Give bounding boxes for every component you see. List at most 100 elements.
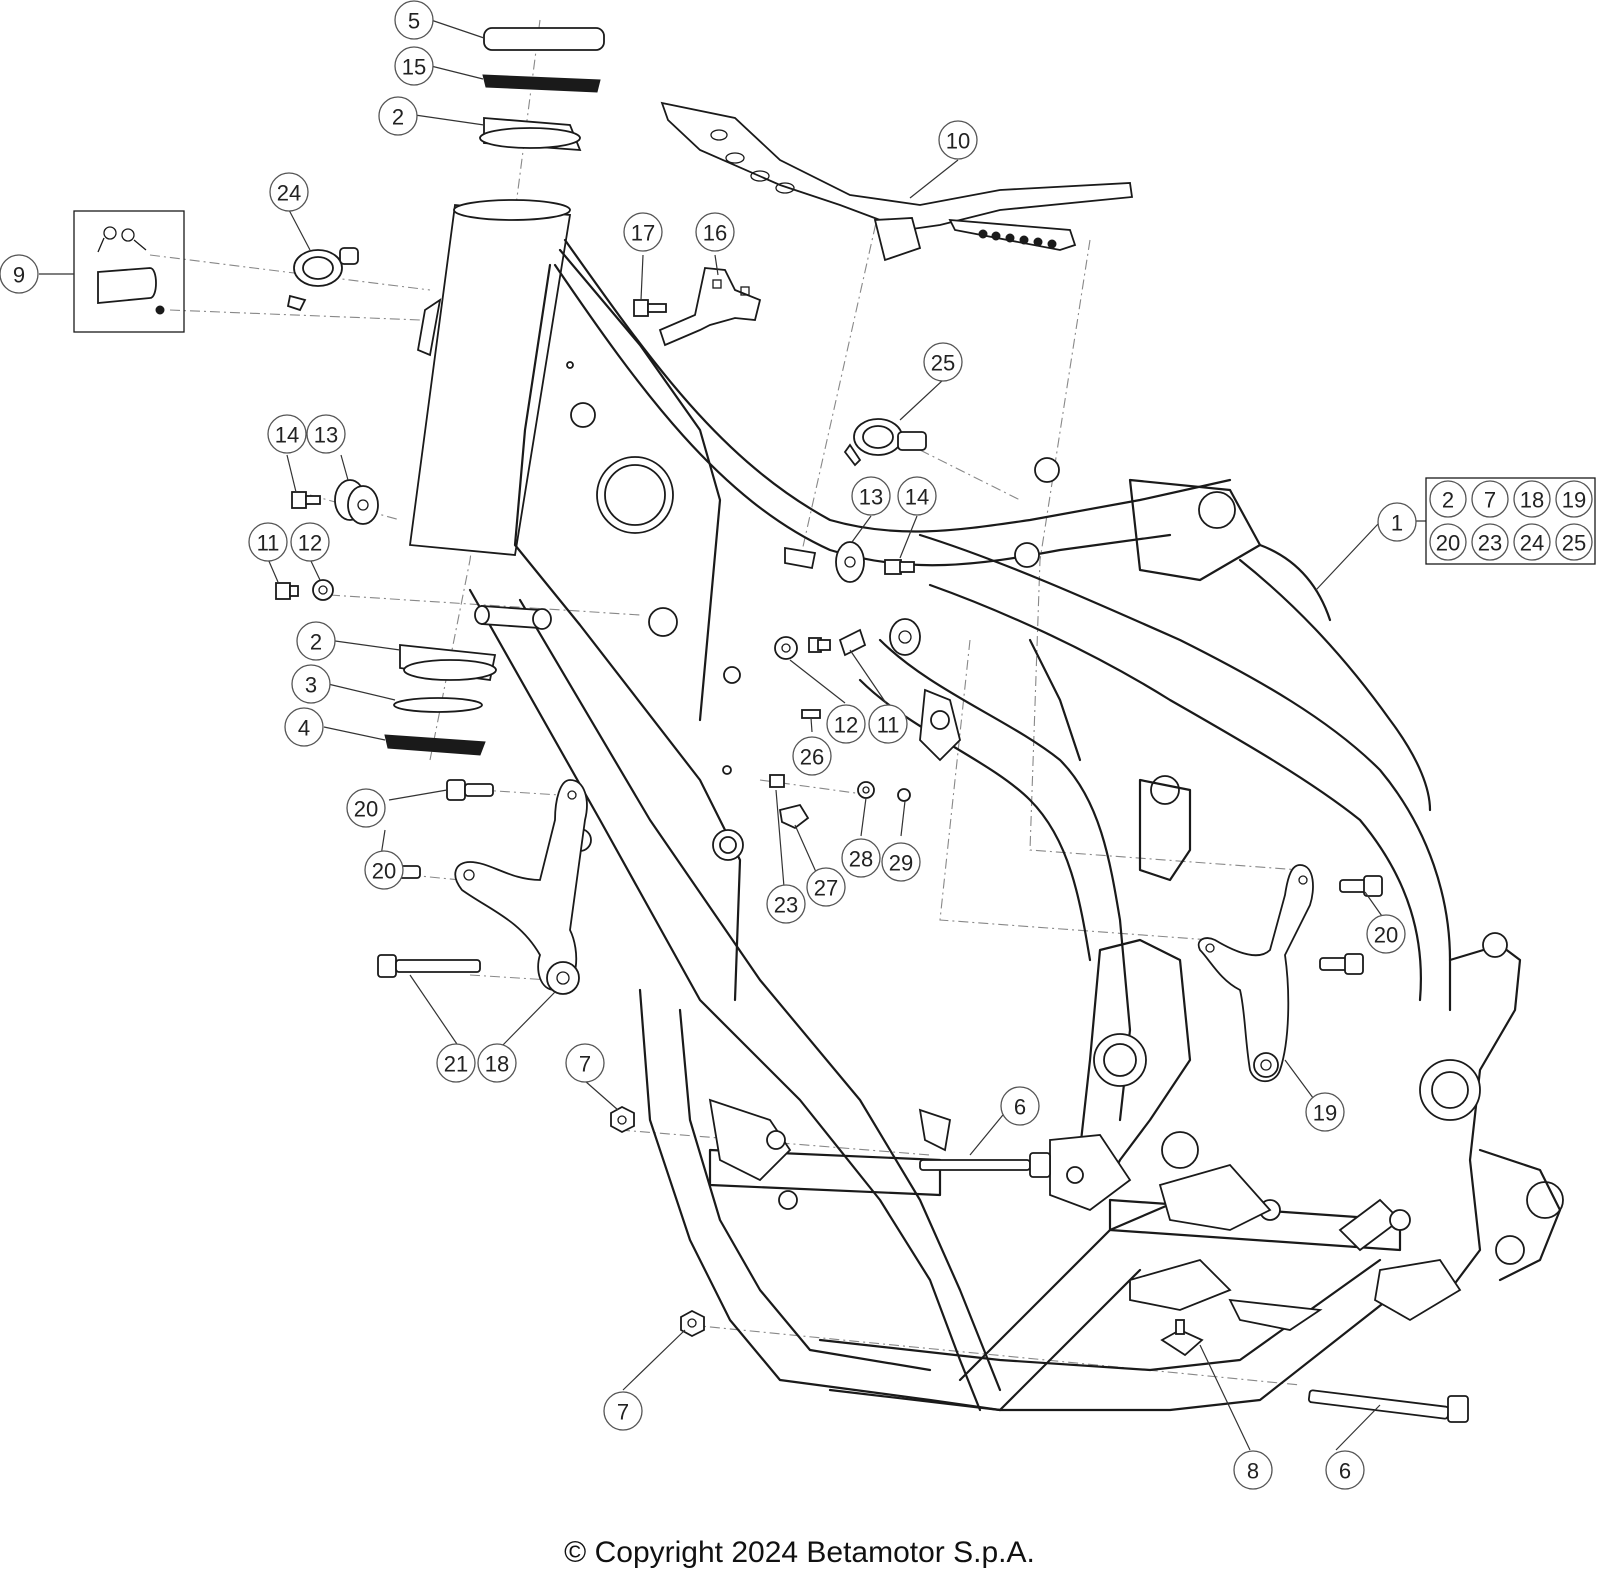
kit-item-label: 2 bbox=[1442, 488, 1454, 513]
callout-label: 24 bbox=[277, 181, 301, 206]
callout-1: 1 bbox=[1377, 502, 1417, 542]
nut-11 bbox=[275, 582, 291, 600]
engine-mount-18 bbox=[454, 779, 588, 991]
callout-6: 6 bbox=[1000, 1086, 1040, 1126]
main-frame bbox=[408, 199, 1564, 1412]
callout-20: 20 bbox=[364, 850, 404, 890]
callout-24: 24 bbox=[269, 172, 309, 212]
callout-12: 12 bbox=[826, 704, 866, 744]
copyright-notice: © Copyright 2024 Betamotor S.p.A. bbox=[564, 1536, 1035, 1569]
callout-13: 13 bbox=[306, 414, 346, 454]
callout-label: 11 bbox=[257, 531, 280, 556]
callout-5: 5 bbox=[394, 0, 434, 40]
callout-label: 16 bbox=[703, 221, 727, 246]
kit-item-7: 7 bbox=[1471, 480, 1509, 518]
callout-10: 10 bbox=[938, 120, 978, 160]
bolt-6a bbox=[919, 1152, 1051, 1178]
loose-parts bbox=[73, 27, 1469, 1423]
seal bbox=[482, 74, 601, 93]
callout-label: 23 bbox=[774, 893, 798, 918]
callout-label: 13 bbox=[314, 423, 338, 448]
callout-4: 4 bbox=[284, 707, 324, 747]
callout-label: 4 bbox=[298, 716, 310, 741]
callout-label: 7 bbox=[617, 1400, 629, 1425]
ignition-lock bbox=[97, 267, 157, 304]
callout-label: 5 bbox=[408, 9, 420, 34]
kit-item-label: 7 bbox=[1484, 488, 1496, 513]
callout-label: 20 bbox=[354, 797, 378, 822]
callout-label: 7 bbox=[579, 1052, 591, 1077]
bolt-6b bbox=[1307, 1389, 1469, 1423]
long-bolt-21 bbox=[377, 954, 481, 978]
kit-contents-box bbox=[1425, 477, 1596, 565]
callout-label: 3 bbox=[305, 673, 317, 698]
kit-item-20: 20 bbox=[1429, 523, 1467, 561]
skid-plate bbox=[660, 101, 1134, 231]
callout-15: 15 bbox=[394, 46, 434, 86]
bolt-20c bbox=[1339, 875, 1383, 897]
bolt-14 bbox=[291, 491, 307, 509]
callout-label: 12 bbox=[834, 713, 858, 738]
callout-17: 17 bbox=[623, 212, 663, 252]
engine-mount-19 bbox=[1197, 864, 1314, 1083]
nut-7a bbox=[610, 1105, 635, 1134]
kit-item-label: 25 bbox=[1562, 531, 1586, 556]
callout-label: 1 bbox=[1391, 511, 1403, 536]
callout-25: 25 bbox=[923, 342, 963, 382]
screw-23 bbox=[769, 774, 785, 788]
cable-clamp-27 bbox=[778, 803, 810, 830]
washer-28 bbox=[857, 781, 875, 799]
callout-9: 9 bbox=[0, 254, 39, 294]
callout-20: 20 bbox=[346, 788, 386, 828]
kit-item-24: 24 bbox=[1513, 523, 1551, 561]
clamp-25 bbox=[843, 418, 927, 467]
callout-2: 2 bbox=[378, 96, 418, 136]
washer-12 bbox=[312, 579, 334, 601]
callout-3: 3 bbox=[291, 664, 331, 704]
callout-21: 21 bbox=[436, 1043, 476, 1083]
callout-2: 2 bbox=[296, 621, 336, 661]
leader-lines bbox=[39, 19, 1426, 1451]
callout-label: 17 bbox=[631, 221, 655, 246]
callout-13: 13 bbox=[851, 476, 891, 516]
callout-label: 18 bbox=[485, 1052, 509, 1077]
callout-label: 8 bbox=[1247, 1459, 1259, 1484]
callout-label: 14 bbox=[275, 423, 299, 448]
callout-29: 29 bbox=[881, 842, 921, 882]
callout-label: 11 bbox=[877, 713, 900, 738]
callout-16: 16 bbox=[695, 212, 735, 252]
kit-item-25: 25 bbox=[1555, 523, 1593, 561]
callout-label: 13 bbox=[859, 485, 883, 510]
callout-label: 15 bbox=[402, 55, 426, 80]
callout-18: 18 bbox=[477, 1043, 517, 1083]
callout-label: 20 bbox=[372, 859, 396, 884]
key-lock-kit-box bbox=[73, 210, 185, 333]
callout-label: 21 bbox=[444, 1052, 468, 1077]
bolt-20d bbox=[1319, 953, 1364, 975]
kit-item-label: 23 bbox=[1478, 531, 1502, 556]
spacer-13b bbox=[835, 541, 865, 583]
callout-23: 23 bbox=[766, 884, 806, 924]
callout-26: 26 bbox=[792, 736, 832, 776]
callout-7: 7 bbox=[565, 1043, 605, 1083]
callout-label: 12 bbox=[298, 531, 322, 556]
kit-item-label: 19 bbox=[1562, 488, 1586, 513]
kit-item-19: 19 bbox=[1555, 480, 1593, 518]
bolt-17 bbox=[633, 299, 667, 317]
callout-6: 6 bbox=[1325, 1450, 1365, 1490]
callout-label: 6 bbox=[1339, 1459, 1351, 1484]
washer-ring bbox=[393, 697, 483, 713]
part-8 bbox=[1160, 1328, 1204, 1357]
callout-28: 28 bbox=[841, 838, 881, 878]
callout-14: 14 bbox=[267, 414, 307, 454]
alignment-lines bbox=[149, 19, 1301, 1386]
callout-27: 27 bbox=[806, 867, 846, 907]
kit-item-label: 20 bbox=[1436, 531, 1460, 556]
callout-label: 26 bbox=[800, 745, 824, 770]
dust-seal bbox=[384, 734, 486, 756]
keys-icon bbox=[97, 226, 147, 253]
callout-11: 11 bbox=[868, 704, 908, 744]
